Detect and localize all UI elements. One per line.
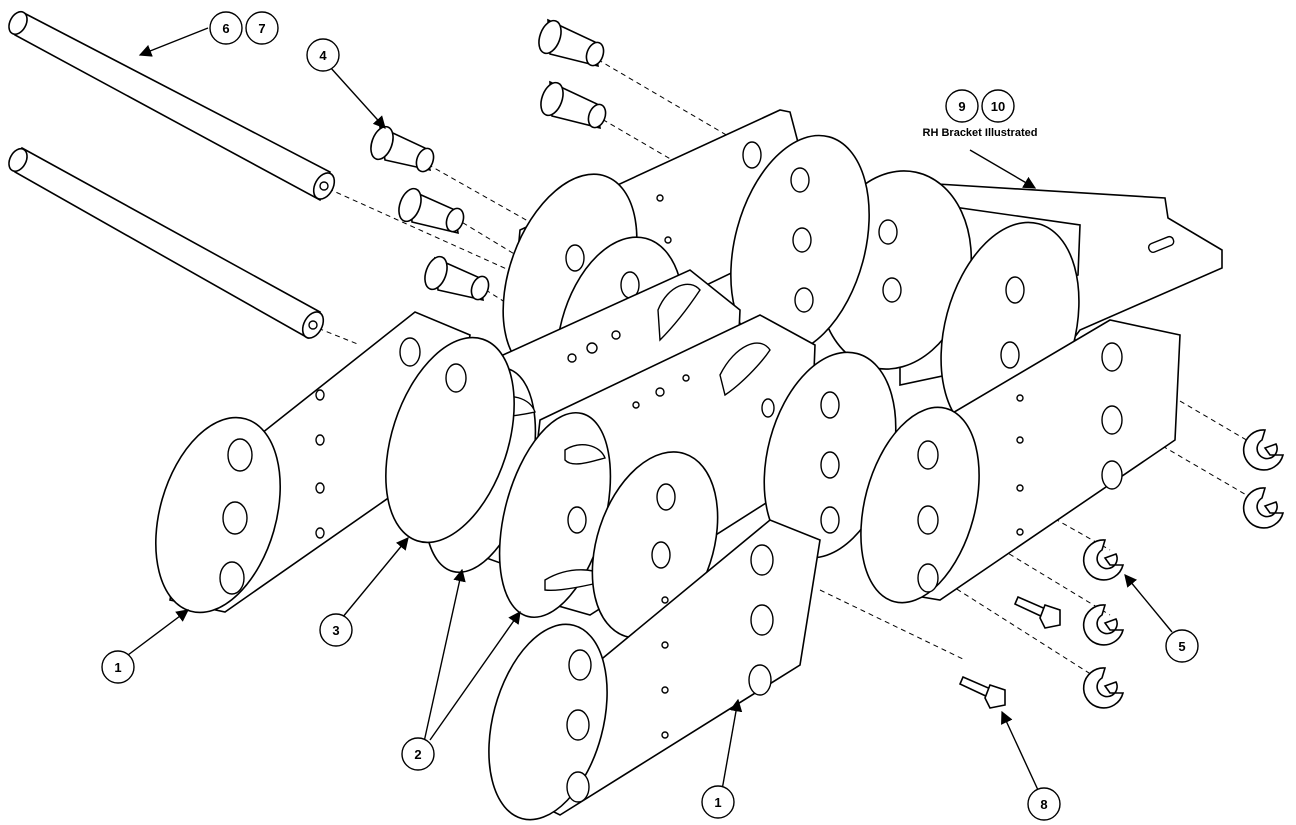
spacer-3 (385, 336, 515, 544)
pin-2 (398, 187, 465, 235)
e-clip-4 (1082, 604, 1125, 646)
callout-5: 5 (1165, 629, 1199, 663)
svg-text:8: 8 (1040, 797, 1047, 812)
left-link-plate (155, 311, 471, 614)
pin-5 (540, 80, 607, 130)
pin-4 (538, 18, 605, 68)
svg-text:10: 10 (991, 99, 1005, 114)
svg-text:3: 3 (332, 623, 339, 638)
callout-4: 4 (306, 38, 340, 72)
callout-6: 6 (209, 11, 243, 45)
right-link-plate (860, 319, 1181, 604)
callout-9: 9 (945, 89, 979, 123)
pin-3 (424, 255, 490, 302)
bolt-upper (1013, 595, 1061, 629)
svg-text:1: 1 (114, 660, 121, 675)
callout-1-left: 1 (101, 650, 135, 684)
callout-2: 2 (401, 737, 435, 771)
shaft-upper (8, 10, 336, 202)
shaft-lower (8, 146, 325, 340)
pin-1 (370, 125, 435, 173)
callout-1-bottom: 1 (701, 785, 735, 819)
leader-lines (127, 27, 1173, 791)
callout-3: 3 (319, 613, 353, 647)
svg-text:2: 2 (414, 747, 421, 762)
e-clip-1 (1242, 429, 1285, 471)
rear-spacer-disc (730, 134, 870, 356)
e-clip-3 (1082, 539, 1125, 581)
svg-text:9: 9 (958, 99, 965, 114)
callout-10: 10 (981, 89, 1015, 123)
svg-text:5: 5 (1178, 639, 1185, 654)
callout-8: 8 (1027, 787, 1061, 821)
svg-text:4: 4 (319, 48, 327, 63)
svg-text:1: 1 (714, 795, 721, 810)
bracket-note: RH Bracket Illustrated (923, 127, 1038, 139)
e-clip-5 (1082, 667, 1125, 709)
e-clip-2 (1242, 487, 1285, 529)
callout-7: 7 (245, 11, 279, 45)
bottom-link-plate (488, 519, 821, 821)
bolt-lower (958, 675, 1006, 709)
svg-text:6: 6 (222, 21, 229, 36)
svg-text:7: 7 (258, 21, 265, 36)
